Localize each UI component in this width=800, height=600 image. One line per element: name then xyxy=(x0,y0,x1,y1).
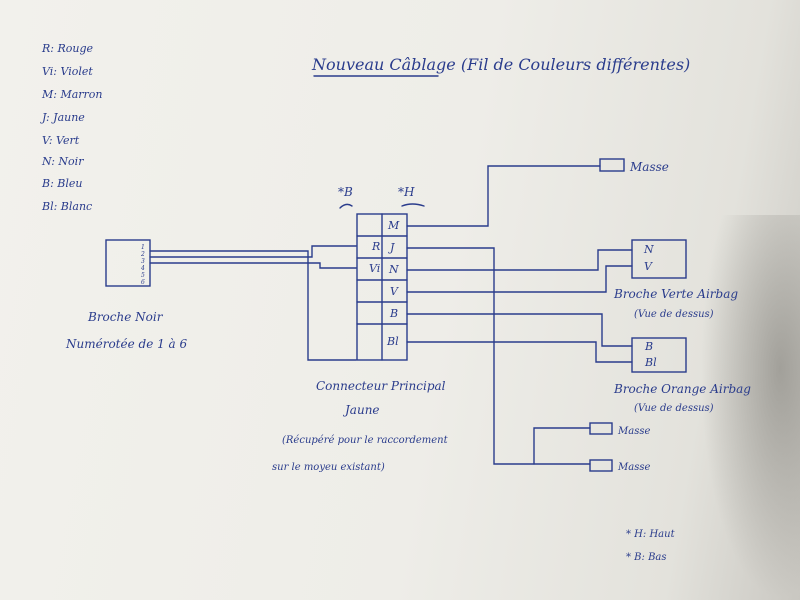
legend-item: J: Jaune xyxy=(40,111,85,124)
orange-connector-box xyxy=(631,337,687,373)
main-connector-note: sur le moyeu existant) xyxy=(272,462,385,473)
ground-label: Masse xyxy=(617,426,650,437)
black-connector-pin: 2 xyxy=(140,251,145,258)
wire-to-ground-bottom xyxy=(406,247,591,465)
wire-to-ground-middle xyxy=(533,427,591,465)
wires-right xyxy=(406,165,633,465)
wire xyxy=(149,245,357,258)
legend-item: B: Bleu xyxy=(41,177,82,190)
green-connector-label: Broche Verte Airbag xyxy=(613,287,738,301)
main-pin-right: B xyxy=(389,307,398,320)
marker-bottom: *B xyxy=(338,185,353,199)
green-connector-pin: V xyxy=(644,260,653,273)
green-airbag-connector: N V Broche Verte Airbag (Vue de dessus) xyxy=(613,239,738,320)
main-pin-right: Bl xyxy=(386,335,399,348)
ground-terminals: Masse Masse Masse xyxy=(589,158,669,473)
orange-connector-sublabel: (Vue de dessus) xyxy=(634,403,714,414)
legend-item: M: Marron xyxy=(41,88,103,101)
main-connector-note: (Récupéré pour le raccordement xyxy=(282,435,449,446)
footnote: * H: Haut * B: Bas xyxy=(626,529,676,563)
arrow-left-icon xyxy=(339,203,353,209)
legend-item: Vi: Violet xyxy=(42,65,93,78)
diagram-title: Nouveau Câblage (Fil de Couleurs différe… xyxy=(311,55,690,74)
ground-label: Masse xyxy=(629,160,669,174)
paper-shadow xyxy=(700,215,800,600)
wire xyxy=(149,262,357,269)
ground-terminal xyxy=(589,459,613,472)
ground-terminal xyxy=(599,158,625,172)
arrow-right-icon xyxy=(401,203,425,207)
wires-left xyxy=(149,245,357,361)
legend-item: N: Noir xyxy=(41,155,84,168)
main-connector-color: Jaune xyxy=(342,403,380,417)
marker-top: *H xyxy=(398,185,415,199)
orange-connector-pin: Bl xyxy=(644,356,657,369)
main-pin-right: V xyxy=(390,285,399,298)
orange-connector-label: Broche Orange Airbag xyxy=(613,382,751,396)
black-connector-pin: 5 xyxy=(141,272,145,279)
legend-item: Bl: Blanc xyxy=(41,200,92,213)
main-pin-right: N xyxy=(388,263,399,276)
legend-item: R: Rouge xyxy=(41,42,94,55)
main-connector-label: Connecteur Principal xyxy=(316,379,446,393)
ground-terminal xyxy=(589,422,613,435)
green-connector-sublabel: (Vue de dessus) xyxy=(634,309,714,320)
green-connector-box xyxy=(631,239,687,279)
footnote-bottom: * B: Bas xyxy=(626,552,667,563)
main-connector: *B *H R Vi M J N V B Bl Connecteur Princ… xyxy=(272,185,449,473)
black-connector-pin: 4 xyxy=(140,265,145,272)
wire-to-ground-top xyxy=(406,165,601,227)
wire-V xyxy=(406,265,633,293)
orange-connector-pin: B xyxy=(644,340,653,353)
legend-item: V: Vert xyxy=(42,134,80,147)
black-connector-pin: 6 xyxy=(141,279,145,286)
main-pin-left: R xyxy=(371,240,380,253)
wire-B xyxy=(406,313,633,347)
orange-airbag-connector: B Bl Broche Orange Airbag (Vue de dessus… xyxy=(613,337,751,414)
black-connector-sublabel: Numérotée de 1 à 6 xyxy=(65,337,188,351)
main-pin-left: Vi xyxy=(369,262,380,275)
ground-label: Masse xyxy=(617,462,650,473)
green-connector-pin: N xyxy=(643,243,654,256)
wire-N xyxy=(406,249,633,271)
black-connector-pin: 3 xyxy=(141,258,145,265)
black-connector-pin: 1 xyxy=(141,244,145,251)
wire xyxy=(149,250,357,361)
wire-Bl xyxy=(406,341,633,363)
main-pin-right: J xyxy=(388,241,395,254)
color-legend: R: Rouge Vi: Violet M: Marron J: Jaune V… xyxy=(40,42,103,213)
main-pin-right: M xyxy=(387,219,400,232)
footnote-top: * H: Haut xyxy=(626,529,676,540)
black-connector-label: Broche Noir xyxy=(87,310,164,324)
black-connector: 1 2 3 4 5 6 Broche Noir Numérotée de 1 à… xyxy=(65,239,188,351)
